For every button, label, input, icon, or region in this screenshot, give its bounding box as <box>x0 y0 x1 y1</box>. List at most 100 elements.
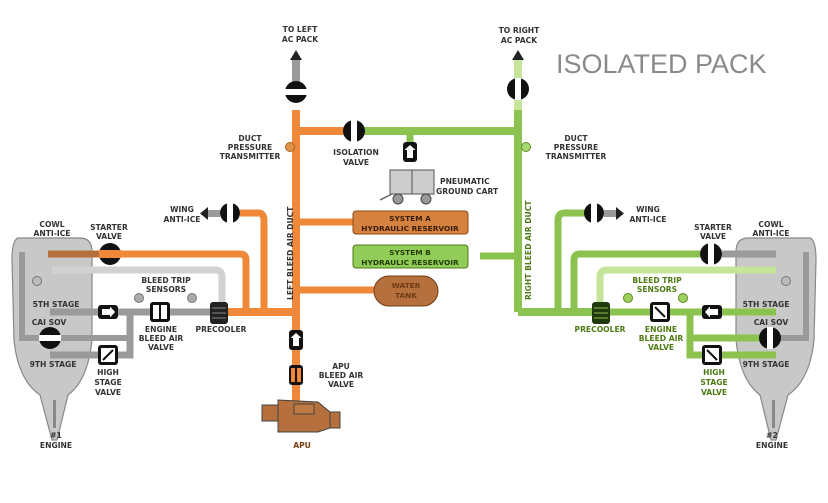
left-pipes <box>19 60 375 405</box>
apu-check-valve <box>289 330 303 350</box>
svg-text:5TH STAGE: 5TH STAGE <box>743 300 790 309</box>
svg-text:STAGE: STAGE <box>700 378 727 387</box>
left-precooler <box>210 302 228 324</box>
svg-text:SENSORS: SENSORS <box>146 285 186 294</box>
flow-arrows <box>200 50 624 220</box>
svg-text:CAI SOV: CAI SOV <box>754 318 789 327</box>
apu-bleed-air-valve[interactable] <box>289 365 303 385</box>
svg-text:BLEED TRIP: BLEED TRIP <box>141 276 191 285</box>
svg-text:#1: #1 <box>50 431 62 440</box>
valves <box>39 78 781 349</box>
left-bleed-trip-sensor-2 <box>187 293 197 303</box>
apu-labels: APU BLEED AIR VALVE APU <box>293 362 363 450</box>
svg-text:#2: #2 <box>766 431 778 440</box>
left-high-stage-valve[interactable] <box>98 345 118 365</box>
svg-text:APU: APU <box>293 441 311 450</box>
right-duct-label: RIGHT BLEED AIR DUCT <box>524 200 533 300</box>
isolation-valve[interactable] <box>343 120 365 142</box>
svg-text:AC PACK: AC PACK <box>501 36 538 45</box>
svg-text:ANTI-ICE: ANTI-ICE <box>34 229 71 238</box>
svg-text:ISOLATION: ISOLATION <box>333 148 379 157</box>
page-title: ISOLATED PACK <box>556 49 767 79</box>
svg-text:WING: WING <box>170 205 194 214</box>
svg-text:9TH STAGE: 9TH STAGE <box>743 360 790 369</box>
right-5th-stage-check-valve <box>702 305 722 319</box>
left-wing-arrow-icon <box>200 207 208 220</box>
svg-text:TANK: TANK <box>395 291 417 300</box>
check-valves <box>98 142 722 350</box>
system-b-reservoir: SYSTEM B HYDRAULIC RESERVOIR <box>352 244 469 269</box>
right-engine-bleed-air-valve[interactable] <box>650 302 670 322</box>
svg-text:DUCT: DUCT <box>564 134 588 143</box>
right-pack-valve[interactable] <box>507 78 529 100</box>
svg-text:ENGINE: ENGINE <box>645 325 677 334</box>
svg-text:AC PACK: AC PACK <box>282 35 319 44</box>
svg-text:VALVE: VALVE <box>700 232 726 241</box>
svg-text:PNEUMATIC: PNEUMATIC <box>440 177 490 186</box>
left-cai-sov[interactable] <box>39 327 61 349</box>
left-pack-valve[interactable] <box>285 81 307 103</box>
apu-unit <box>261 399 341 433</box>
svg-text:WING: WING <box>636 205 660 214</box>
svg-text:9TH STAGE: 9TH STAGE <box>30 360 77 369</box>
svg-text:HYDRAULIC RESERVOIR: HYDRAULIC RESERVOIR <box>361 224 459 233</box>
svg-text:ENGINE: ENGINE <box>145 325 177 334</box>
right-wing-anti-ice-valve[interactable] <box>584 203 604 223</box>
svg-text:APU: APU <box>332 362 350 371</box>
left-duct-pressure-transmitter <box>285 142 295 152</box>
svg-text:BLEED AIR: BLEED AIR <box>639 334 684 343</box>
svg-text:TRANSMITTER: TRANSMITTER <box>220 152 281 161</box>
system-a-reservoir: SYSTEM A HYDRAULIC RESERVOIR <box>352 210 469 235</box>
precoolers <box>210 302 610 324</box>
svg-text:GROUND CART: GROUND CART <box>436 187 499 196</box>
svg-text:STAGE: STAGE <box>94 378 121 387</box>
svg-text:5TH STAGE: 5TH STAGE <box>33 300 80 309</box>
svg-text:COWL: COWL <box>758 220 783 229</box>
svg-text:HYDRAULIC RESERVOIR: HYDRAULIC RESERVOIR <box>361 258 459 267</box>
svg-text:ANTI-ICE: ANTI-ICE <box>164 215 201 224</box>
svg-text:VALVE: VALVE <box>701 388 727 397</box>
svg-text:PRECOOLER: PRECOOLER <box>575 325 626 334</box>
left-starter-valve[interactable] <box>99 243 121 265</box>
right-engine-labels: WING ANTI-ICE COWL ANTI-ICE STARTER VALV… <box>575 205 790 450</box>
right-starter-valve[interactable] <box>700 243 722 265</box>
svg-text:HIGH: HIGH <box>703 368 725 377</box>
left-engine-labels: WING ANTI-ICE COWL ANTI-ICE STARTER VALV… <box>30 205 247 450</box>
svg-text:SYSTEM B: SYSTEM B <box>389 248 431 257</box>
svg-text:BLEED TRIP: BLEED TRIP <box>632 276 682 285</box>
svg-text:BLEED AIR: BLEED AIR <box>319 371 364 380</box>
svg-text:VALVE: VALVE <box>95 388 121 397</box>
right-high-stage-valve[interactable] <box>702 345 722 365</box>
svg-text:VALVE: VALVE <box>343 158 369 167</box>
left-pack-arrow-icon <box>290 50 302 60</box>
svg-text:ANTI-ICE: ANTI-ICE <box>753 229 790 238</box>
svg-text:PRECOOLER: PRECOOLER <box>196 325 247 334</box>
svg-text:TO LEFT: TO LEFT <box>283 25 318 34</box>
right-duct-pressure-transmitter <box>521 142 531 152</box>
left-bleed-trip-sensor-1 <box>134 293 144 303</box>
sensors <box>32 142 791 303</box>
ground-cart-check-valve <box>403 142 417 162</box>
left-duct-label: LEFT BLEED AIR DUCT <box>286 206 295 300</box>
svg-text:SYSTEM A: SYSTEM A <box>389 214 431 223</box>
right-bleed-trip-sensor-2 <box>678 293 688 303</box>
svg-text:PRESSURE: PRESSURE <box>228 143 272 152</box>
left-wing-anti-ice-valve[interactable] <box>220 203 240 223</box>
svg-text:ENGINE: ENGINE <box>40 441 72 450</box>
right-precooler <box>592 302 610 324</box>
svg-text:COWL: COWL <box>39 220 64 229</box>
left-engine-bleed-air-valve[interactable] <box>150 302 170 322</box>
svg-text:STARTER: STARTER <box>90 223 128 232</box>
svg-text:VALVE: VALVE <box>328 380 354 389</box>
svg-text:ENGINE: ENGINE <box>756 441 788 450</box>
svg-text:TO RIGHT: TO RIGHT <box>499 26 541 35</box>
left-5th-stage-check-valve <box>98 305 118 319</box>
svg-text:CAI SOV: CAI SOV <box>32 318 67 327</box>
right-cowl-sensor <box>781 276 791 286</box>
svg-text:PRESSURE: PRESSURE <box>554 143 598 152</box>
top-labels: TO LEFT AC PACK TO RIGHT AC PACK DUCT PR… <box>220 25 607 196</box>
right-cai-sov[interactable] <box>759 327 781 349</box>
svg-text:SENSORS: SENSORS <box>637 285 677 294</box>
right-pipes <box>362 60 809 359</box>
